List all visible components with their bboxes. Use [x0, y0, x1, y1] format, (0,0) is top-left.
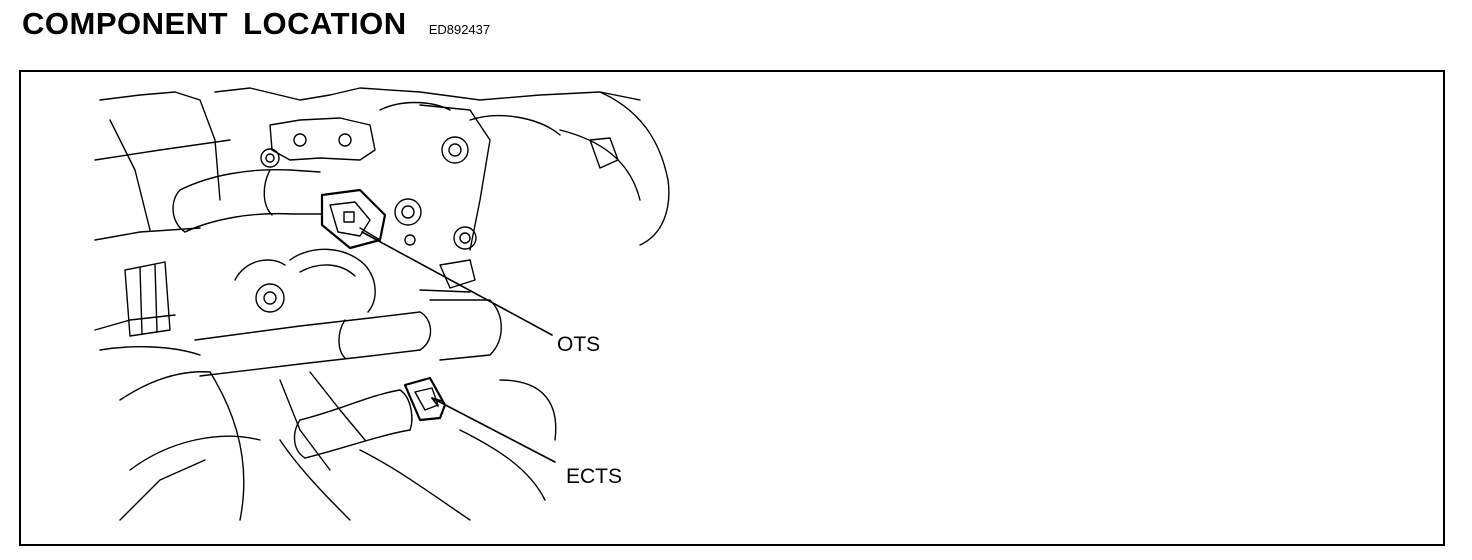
left-side-component [124, 259, 286, 337]
thermostat-housing [289, 104, 491, 313]
ots-sensor [320, 188, 387, 250]
page-title: COMPONENT LOCATION [22, 6, 407, 41]
ots-leader-line [361, 231, 553, 336]
upper-hose [172, 168, 323, 233]
figure-frame [19, 70, 1445, 546]
document-code: ED892437 [428, 22, 491, 37]
bolts [255, 136, 477, 313]
leader-lines [361, 231, 556, 463]
bracket [260, 117, 376, 168]
header: COMPONENT LOCATION ED892437 [22, 6, 490, 46]
lower-hose [293, 389, 413, 459]
coolant-pipes [194, 289, 502, 471]
ects-leader-line [431, 397, 556, 463]
ots-label: OTS [557, 333, 601, 356]
engine-outline [94, 87, 670, 521]
ects-label: ECTS [566, 465, 623, 488]
